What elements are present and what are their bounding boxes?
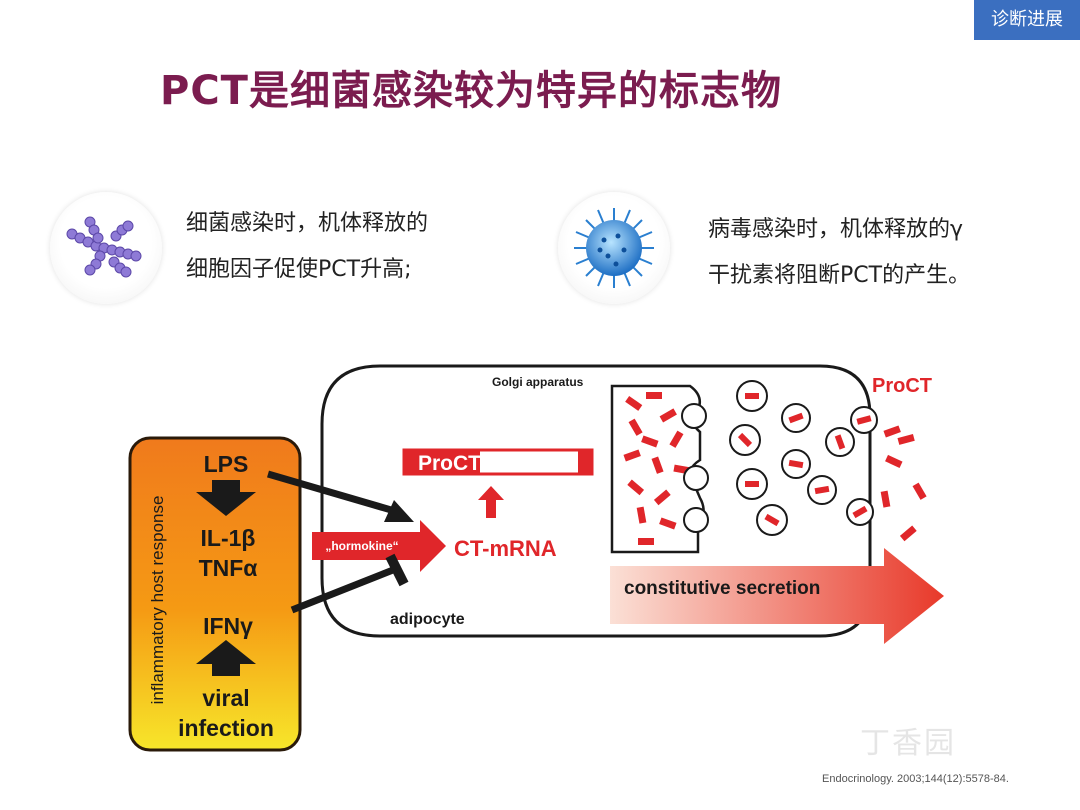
- viral-label: viral: [202, 685, 249, 711]
- lps-stimulation-line: [267, 470, 399, 516]
- translation-arrow: [478, 486, 504, 518]
- lps-down-arrow: [196, 480, 256, 516]
- virus-caption: 病毒感染时，机体释放的γ 干扰素将阻断PCT的产生。: [708, 207, 970, 299]
- ifng-inhibition-line: [290, 564, 400, 614]
- tnfa-label: TNFα: [199, 555, 258, 581]
- host-response-box: [128, 436, 302, 752]
- il1b-label: IL-1β: [201, 525, 256, 551]
- bacteria-icon: [66, 216, 142, 278]
- bacteria-icon-circle: [50, 192, 162, 304]
- proct-out-label: ProCT: [872, 375, 932, 397]
- secretion-label: constitutive secretion: [624, 578, 820, 599]
- ifng-inhibition-bar: [385, 553, 409, 587]
- section-tag: 诊断进展: [974, 0, 1080, 40]
- viral-up-arrow: [196, 640, 256, 676]
- lps-stimulation-arrowhead: [384, 500, 414, 522]
- bacteria-caption-line1: 细菌感染时，机体释放的: [186, 211, 429, 236]
- page-title: PCT是细菌感染较为特异的标志物: [160, 68, 782, 114]
- hormokine-arrow: [312, 520, 446, 572]
- constitutive-secretion-arrow: [610, 548, 944, 644]
- ifng-label: IFNγ: [203, 613, 253, 639]
- virus-icon-circle: [558, 192, 670, 304]
- bacteria-caption-line2: 细胞因子促使PCT升高;: [186, 257, 412, 282]
- virus-caption-line1: 病毒感染时，机体释放的γ: [708, 217, 964, 242]
- adipocyte-label: adipocyte: [390, 611, 465, 628]
- ct-mrna-label: CT-mRNA: [454, 536, 557, 561]
- golgi-label: Golgi apparatus: [492, 375, 584, 389]
- citation: Endocrinology. 2003;144(12):5578-84.: [822, 773, 1009, 785]
- host-box-label: inflammatory host response: [148, 496, 167, 705]
- hormokine-label: „hormokine“: [325, 539, 398, 553]
- proct-bar-fill: [404, 450, 480, 474]
- virus-caption-line2: 干扰素将阻断PCT的产生。: [708, 263, 971, 288]
- infection-label: infection: [178, 715, 274, 741]
- secreted-proct-particles: [737, 393, 927, 542]
- virus-icon: [574, 208, 654, 288]
- bacteria-caption: 细菌感染时，机体释放的 细胞因子促使PCT升高;: [186, 201, 428, 293]
- watermark: 丁香园: [860, 726, 956, 761]
- proct-bar-label: ProCT: [418, 452, 481, 475]
- lps-label: LPS: [204, 451, 249, 477]
- proct-bar-end: [578, 450, 592, 474]
